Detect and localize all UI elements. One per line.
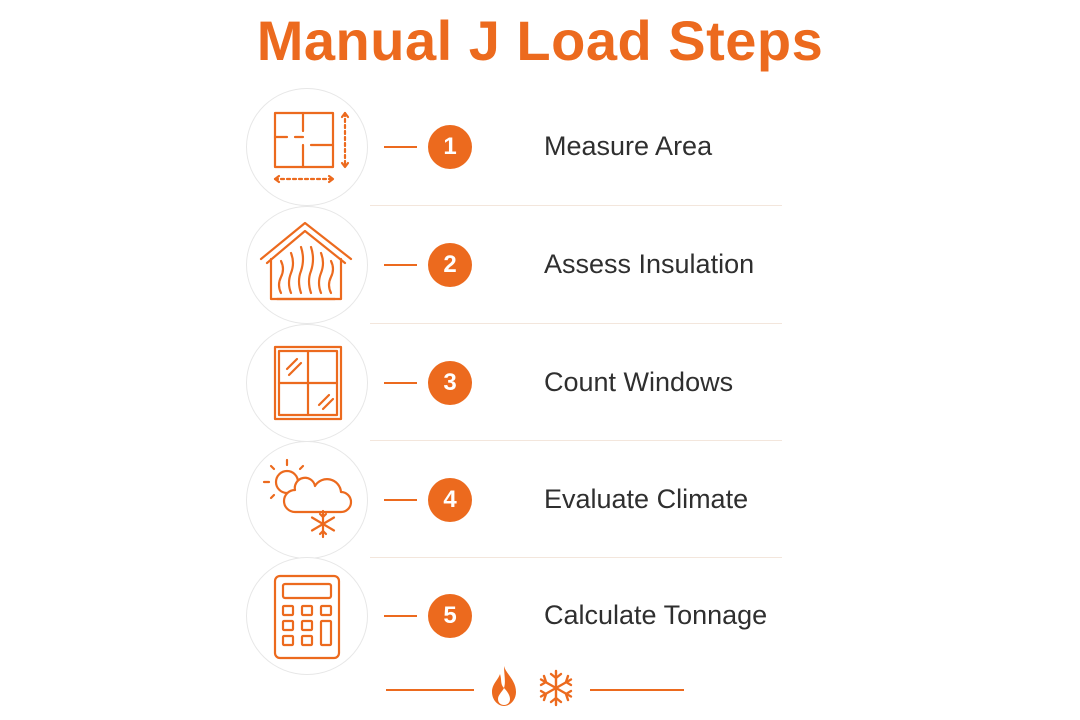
step-2-number-badge: 2 <box>428 243 472 287</box>
step-2: 2 Assess Insulation <box>0 206 1080 324</box>
step-4-label: Evaluate Climate <box>544 484 749 514</box>
step-1: 1 Measure Area <box>0 88 1080 206</box>
step-5-number-badge: 5 <box>428 594 472 638</box>
step-2-icon-circle <box>246 206 368 324</box>
step-divider <box>370 557 782 558</box>
step-1-number-badge: 1 <box>428 125 472 169</box>
step-5: 5 Calculate Tonnage <box>0 557 1080 675</box>
calculator-icon <box>273 574 341 660</box>
step-divider <box>370 205 782 206</box>
step-1-connector <box>384 146 417 148</box>
floor-plan-icon <box>273 111 350 184</box>
step-divider <box>370 323 782 324</box>
step-4-number-badge: 4 <box>428 478 472 522</box>
flame-icon <box>492 666 516 706</box>
footer-line-right <box>590 689 684 691</box>
step-divider <box>370 440 782 441</box>
window-icon <box>273 345 343 421</box>
sun-cloud-snow-icon <box>262 458 353 539</box>
step-4: 4 Evaluate Climate <box>0 441 1080 559</box>
step-5-connector <box>384 615 417 617</box>
step-1-icon-circle <box>246 88 368 206</box>
step-3-number-badge: 3 <box>428 361 472 405</box>
step-2-label: Assess Insulation <box>544 249 755 279</box>
insulated-house-icon <box>259 221 353 301</box>
step-2-connector <box>384 264 417 266</box>
page-title: Manual J Load Steps <box>256 9 824 72</box>
step-5-label: Calculate Tonnage <box>544 600 768 630</box>
step-4-icon-circle <box>246 441 368 559</box>
step-1-label: Measure Area <box>544 131 713 161</box>
step-5-icon-circle <box>246 557 368 675</box>
step-4-connector <box>384 499 417 501</box>
step-3: 3 Count Windows <box>0 324 1080 442</box>
step-3-connector <box>384 382 417 384</box>
snowflake-icon <box>539 669 573 707</box>
step-3-icon-circle <box>246 324 368 442</box>
footer-line-left <box>386 689 474 691</box>
step-3-label: Count Windows <box>544 367 734 397</box>
